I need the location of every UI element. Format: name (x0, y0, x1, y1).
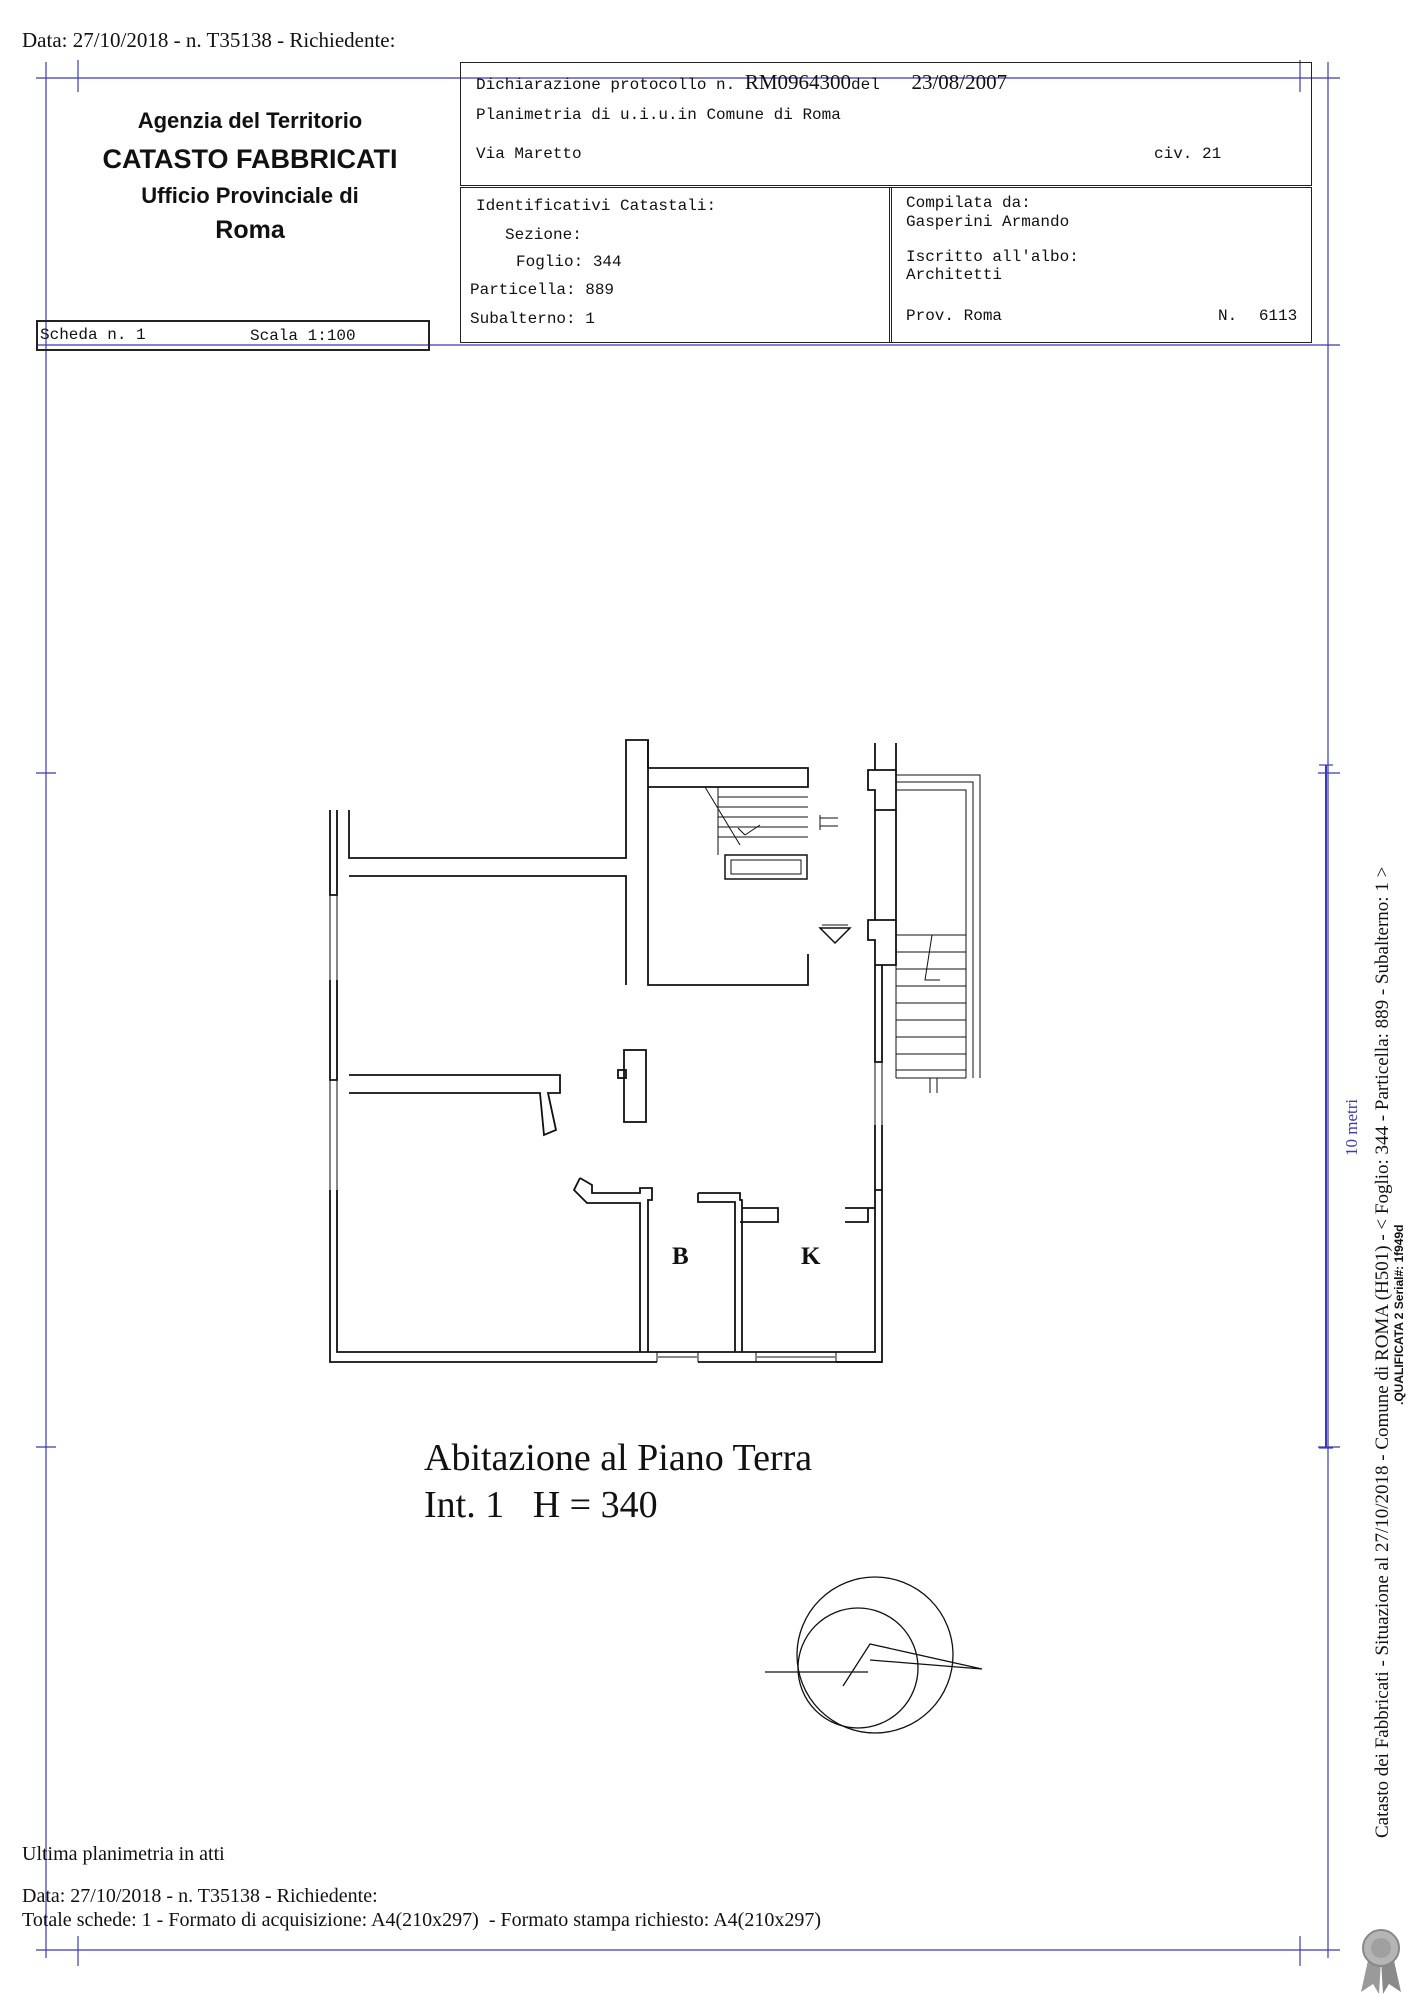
foglio-field: Foglio: 344 (516, 253, 622, 271)
protocol-line: Dichiarazione protocollo n. RM0964300del… (476, 70, 1007, 95)
catasto-title: CATASTO FABBRICATI (102, 144, 398, 174)
document-header-line: Data: 27/10/2018 - n. T35138 - Richieden… (22, 28, 396, 52)
side-catasto-text: Catasto dei Fabbricati - Situazione al 2… (1372, 866, 1393, 1838)
prov-label: Prov. Roma (906, 307, 1003, 325)
albo-value: Architetti (906, 266, 1003, 284)
identificativi-title: Identificativi Catastali: (476, 197, 717, 215)
footer-data-line: Data: 27/10/2018 - n. T35138 - Richieden… (22, 1885, 378, 1907)
plan-title: Abitazione al Piano Terra (424, 1437, 813, 1479)
protocol-date: 23/08/2007 (911, 70, 1008, 94)
planimetria-line: Planimetria di u.i.u.in Comune di Roma (476, 106, 841, 124)
protocol-number: RM0964300 (744, 70, 852, 94)
compilata-label: Compilata da: (906, 194, 1031, 212)
compilata-box (889, 187, 1312, 343)
address-civ: civ. 21 (1154, 145, 1221, 163)
scheda-box (36, 320, 430, 351)
n-label: N. (1218, 307, 1238, 325)
scale-label: Scala 1:100 (250, 327, 356, 345)
side-serial-text: .QUALIFICATA 2 Serial#: 1f949d (1392, 1224, 1406, 1406)
award-badge-icon (1361, 1929, 1401, 1994)
scale-bar-label: 10 metri (1342, 1098, 1361, 1156)
address-street: Via Maretto (476, 145, 582, 163)
civ-number: 21 (1202, 145, 1222, 163)
protocol-label: Dichiarazione protocollo n. (476, 76, 736, 94)
albo-label: Iscritto all'albo: (906, 248, 1079, 266)
subalterno-field: Subalterno: 1 (470, 310, 595, 328)
agency-name: Agenzia del Territorio (137, 108, 363, 133)
civ-label: civ. (1154, 145, 1193, 163)
protocol-del: del (851, 76, 880, 94)
room-label-k: K (801, 1243, 821, 1270)
protocol-box (460, 62, 1312, 186)
room-label-b: B (672, 1243, 689, 1270)
office-label: Ufficio Provinciale di (141, 183, 359, 208)
plan-subtitle: Int. 1 H = 340 (424, 1484, 658, 1526)
sezione-field: Sezione: (505, 226, 582, 244)
office-city: Roma (215, 216, 285, 244)
footer-totale: Totale schede: 1 - Formato di acquisizio… (22, 1909, 821, 1931)
compilata-name: Gasperini Armando (906, 213, 1070, 231)
particella-field: Particella: 889 (470, 281, 615, 299)
footer-ultima: Ultima planimetria in atti (22, 1843, 225, 1865)
identificativi-box (460, 187, 892, 343)
scheda-number: Scheda n. 1 (40, 326, 146, 344)
registration-number: N. 6113 (1218, 307, 1297, 325)
n-value: 6113 (1258, 307, 1298, 325)
